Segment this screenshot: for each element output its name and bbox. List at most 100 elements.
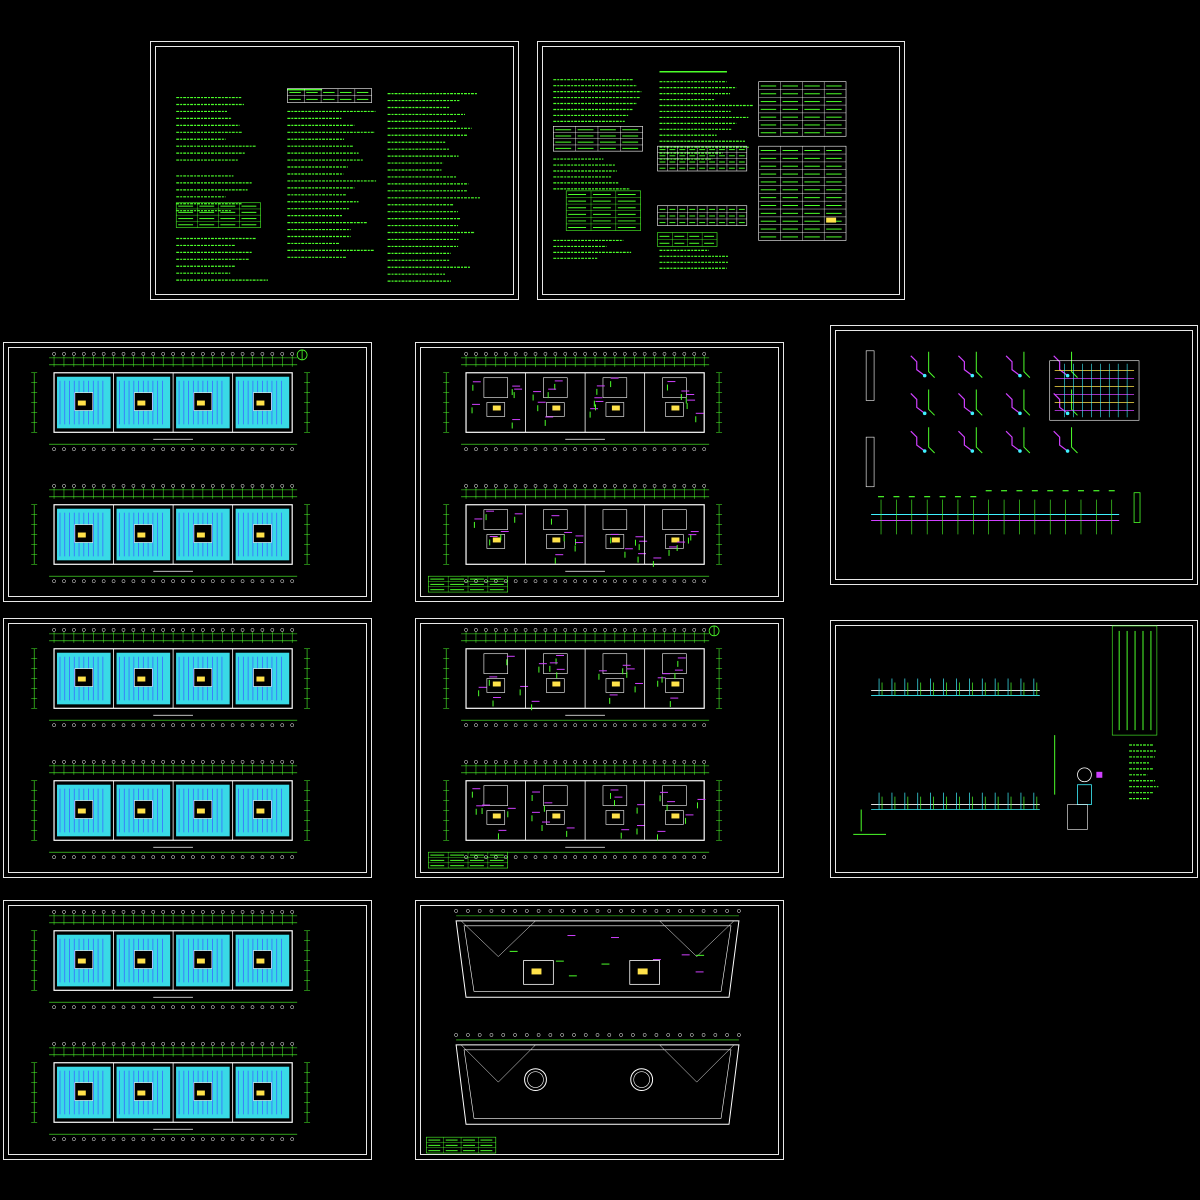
axis-bubble [280, 855, 285, 859]
axis-bubble [607, 909, 612, 913]
axis-bubble [161, 855, 166, 859]
isometric-pipe [1005, 355, 1021, 377]
axis-bubble [161, 760, 166, 764]
axis-bubble [230, 579, 235, 583]
manifold [196, 676, 205, 682]
axis-bubble [161, 910, 166, 914]
axis-bubble [121, 910, 126, 914]
room-outline [486, 810, 506, 825]
axis-bubble [553, 628, 558, 632]
axis-bubble [191, 855, 195, 859]
axis-bubble [101, 855, 106, 859]
axis-bubble [81, 1137, 86, 1141]
axis-bubble [484, 484, 488, 488]
water-tank [633, 1071, 650, 1088]
axis-bubble [692, 447, 697, 452]
axis-bubble [543, 579, 548, 583]
axis-bubble [290, 447, 295, 452]
axis-bubble [121, 484, 126, 488]
axis-bubble [62, 723, 66, 728]
axis-bubble [642, 909, 647, 913]
axis-bubble [454, 1033, 458, 1037]
axis-bubble [692, 760, 697, 764]
axis-bubble [220, 760, 225, 764]
axis-bubble [62, 1042, 66, 1046]
axis-bubble [230, 352, 235, 356]
axis-bubble [260, 1137, 265, 1141]
axis-bubble [210, 628, 215, 632]
manifold [196, 808, 205, 814]
axis-bubble [101, 628, 106, 632]
isometric-pipe [1005, 430, 1021, 452]
axis-bubble [141, 484, 146, 488]
floor-plan-2-drawing [428, 352, 723, 593]
valve [922, 449, 927, 453]
manifold [671, 681, 680, 687]
axis-bubble [250, 628, 255, 632]
axis-bubble [270, 579, 275, 583]
manifold [77, 808, 86, 814]
axis-bubble [131, 447, 136, 452]
axis-bubble [62, 760, 66, 764]
axis-bubble [91, 579, 96, 583]
axis-bubble [250, 910, 255, 914]
axis-bubble [613, 723, 617, 728]
axis-bubble [553, 579, 558, 583]
axis-bubble [181, 910, 185, 914]
axis-bubble [466, 1033, 470, 1037]
symbol-swatch [826, 217, 837, 223]
isometric-pipe [910, 393, 926, 414]
axis-bubble [493, 352, 498, 356]
axis-bubble [466, 909, 470, 913]
axis-bubble [91, 723, 96, 728]
axis-bubble [111, 352, 116, 356]
axis-bubble [474, 723, 478, 728]
axis-bubble [250, 352, 255, 356]
isometric-pipe [910, 430, 926, 452]
room-outline [546, 810, 565, 825]
axis-bubble [501, 909, 506, 913]
axis-bubble [560, 1033, 565, 1037]
axis-bubble [121, 447, 126, 452]
axis-bubble [230, 1042, 235, 1046]
axis-bubble [121, 579, 126, 583]
manifold [196, 400, 205, 406]
axis-bubble [513, 909, 517, 913]
axis-bubble [141, 579, 146, 583]
axis-bubble [191, 628, 195, 632]
axis-bubble [220, 352, 225, 356]
axis-bubble [682, 760, 687, 764]
axis-bubble [52, 352, 56, 356]
room-outline [486, 678, 506, 693]
axis-bubble [737, 1033, 741, 1037]
axis-bubble [632, 628, 637, 632]
axis-bubble [220, 1137, 225, 1141]
axis-bubble [260, 723, 265, 728]
axis-bubble [572, 1033, 576, 1037]
room-outline [546, 402, 565, 417]
axis-bubble [52, 910, 56, 914]
axis-bubble [62, 628, 66, 632]
axis-bubble [62, 1137, 66, 1141]
axis-bubble [72, 628, 76, 632]
axis-bubble [543, 484, 548, 488]
axis-bubble [101, 1005, 106, 1010]
isometric-pipe [1023, 389, 1031, 416]
axis-bubble [536, 909, 541, 913]
isometric-pipe [975, 389, 983, 416]
axis-bubble [702, 447, 707, 452]
axis-bubble [250, 484, 255, 488]
axis-bubble [101, 352, 106, 356]
axis-bubble [240, 723, 245, 728]
axis-bubble [513, 484, 518, 488]
axis-bubble [210, 1137, 215, 1141]
axis-bubble [622, 579, 627, 583]
axis-bubble [131, 1137, 136, 1141]
axis-bubble [533, 760, 538, 764]
axis-bubble [666, 909, 671, 913]
axis-bubble [201, 910, 205, 914]
axis-bubble [201, 1005, 205, 1010]
axis-bubble [52, 1042, 56, 1046]
axis-bubble [181, 760, 185, 764]
axis-bubble [270, 1137, 275, 1141]
